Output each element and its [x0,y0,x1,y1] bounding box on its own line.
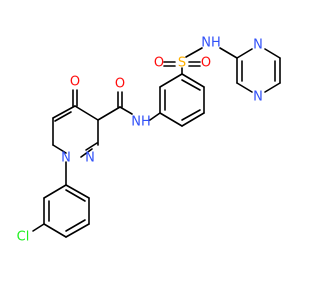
sulfonamide-nh-label: NH [201,36,221,51]
molecule-structure: O O NH N N Cl S O O NH N N [17,36,281,245]
ring-n2-label: N [85,151,95,166]
amide-nh-label: NH [131,115,151,130]
pyrimidine-n-top-label: N [253,38,263,53]
ketone-oxygen-label: O [70,75,80,90]
sulfur-label: S [178,56,186,71]
sulfonyl-oxygen-right-label: O [201,56,211,71]
ring-n1-label: N [61,151,71,166]
bond-lines [32,47,281,238]
chlorine-label: Cl [17,230,30,245]
sulfonyl-oxygen-left-label: O [154,56,164,71]
pyrimidine-n-bottom-label: N [253,90,263,105]
amide-oxygen-label: O [115,77,125,92]
molecule-canvas: O O NH N N Cl S O O NH N N [17,36,281,245]
